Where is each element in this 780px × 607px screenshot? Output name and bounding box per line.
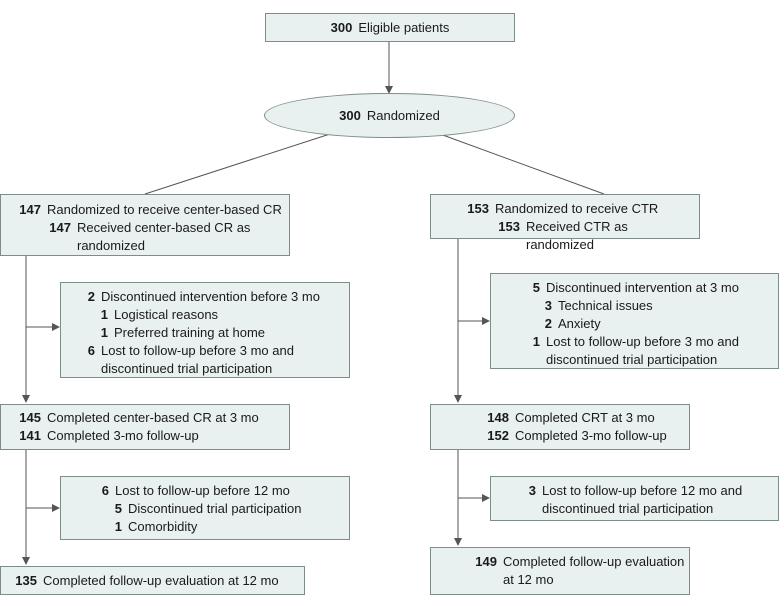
label: Comorbidity xyxy=(128,519,198,534)
count: 5 xyxy=(114,501,122,516)
left-3mo-completed-box: 145 Completed center-based CR at 3 mo 14… xyxy=(0,404,290,450)
count: 149 xyxy=(475,554,497,569)
label: Lost to follow-up before 3 mo and discon… xyxy=(101,343,294,376)
label: Received center-based CR as randomized xyxy=(77,220,251,253)
label: Anxiety xyxy=(558,316,601,331)
left-allocation-box: 147 Randomized to receive center-based C… xyxy=(0,194,290,256)
label: Discontinued intervention before 3 mo xyxy=(101,289,320,304)
exclusion-subrow: 2 Anxiety xyxy=(491,315,778,333)
exclusion-row: 2 Discontinued intervention before 3 mo xyxy=(61,288,349,306)
count: 5 xyxy=(532,280,540,295)
exclusion-subrow: 3 Technical issues xyxy=(491,297,778,315)
label: Completed center-based CR at 3 mo xyxy=(47,410,259,425)
count: 153 xyxy=(467,201,489,216)
completed-row: 141 Completed 3-mo follow-up xyxy=(1,427,289,445)
exclusion-subrow: 1 Preferred training at home xyxy=(61,324,349,342)
right-final-box: 149 Completed follow-up evaluation at 12… xyxy=(430,547,690,595)
count: 1 xyxy=(100,307,108,322)
eligible-row: 300 Eligible patients xyxy=(266,19,514,37)
label: Lost to follow-up before 3 mo and discon… xyxy=(546,334,739,367)
label: Randomized to receive CTR xyxy=(495,201,659,216)
connector-randomized-to-right xyxy=(439,133,605,195)
label: Completed follow-up evaluation at 12 mo xyxy=(43,573,279,588)
label: Discontinued trial participation xyxy=(128,501,302,516)
count: 2 xyxy=(544,316,552,331)
final-row: 149 Completed follow-up evaluation at 12… xyxy=(431,553,689,589)
count: 152 xyxy=(487,428,509,443)
label: Technical issues xyxy=(558,298,653,313)
completed-row: 145 Completed center-based CR at 3 mo xyxy=(1,409,289,427)
count: 6 xyxy=(101,483,109,498)
randomized-ellipse: 300 Randomized xyxy=(264,93,515,138)
left-received-row: 147 Received center-based CR as randomiz… xyxy=(1,219,289,255)
label: Received CTR as randomized xyxy=(526,219,628,252)
right-3mo-completed-box: 148 Completed CRT at 3 mo 152 Completed … xyxy=(430,404,690,450)
eligible-patients-box: 300 Eligible patients xyxy=(265,13,515,42)
count: 148 xyxy=(487,410,509,425)
label: Completed follow-up evaluation at 12 mo xyxy=(503,554,685,587)
count: 1 xyxy=(114,519,122,534)
completed-row: 152 Completed 3-mo follow-up xyxy=(431,427,689,445)
count: 2 xyxy=(87,289,95,304)
left-exclusion-3mo-box: 2 Discontinued intervention before 3 mo … xyxy=(60,282,350,378)
count: 3 xyxy=(528,483,536,498)
label: Lost to follow-up before 12 mo xyxy=(115,483,290,498)
eligible-label: Eligible patients xyxy=(358,20,450,35)
label: Completed CRT at 3 mo xyxy=(515,410,655,425)
randomized-label: Randomized xyxy=(366,108,440,123)
left-final-box: 135 Completed follow-up evaluation at 12… xyxy=(0,566,305,595)
count: 141 xyxy=(19,428,41,443)
exclusion-row: 6 Lost to follow-up before 12 mo xyxy=(61,482,349,500)
right-exclusion-12mo-box: 3 Lost to follow-up before 12 mo and dis… xyxy=(490,476,779,521)
exclusion-row: 3 Lost to follow-up before 12 mo and dis… xyxy=(491,482,778,518)
connector-randomized-to-left xyxy=(144,133,331,195)
left-allocation-row: 147 Randomized to receive center-based C… xyxy=(1,201,289,219)
label: Discontinued intervention at 3 mo xyxy=(546,280,739,295)
right-allocation-row: 153 Randomized to receive CTR xyxy=(431,200,699,218)
count: 6 xyxy=(87,343,95,358)
count: 135 xyxy=(15,573,37,588)
count: 1 xyxy=(532,334,540,349)
count: 1 xyxy=(100,325,108,340)
exclusion-subrow: 1 Logistical reasons xyxy=(61,306,349,324)
label: Randomized to receive center-based CR xyxy=(47,202,282,217)
exclusion-subrow: 5 Discontinued trial participation xyxy=(61,500,349,518)
label: Preferred training at home xyxy=(114,325,266,340)
exclusion-row: 1 Lost to follow-up before 3 mo and disc… xyxy=(491,333,778,369)
right-exclusion-3mo-box: 5 Discontinued intervention at 3 mo 3 Te… xyxy=(490,273,779,369)
label: Completed 3-mo follow-up xyxy=(515,428,667,443)
label: Logistical reasons xyxy=(114,307,219,322)
label: Completed 3-mo follow-up xyxy=(47,428,199,443)
exclusion-subrow: 1 Comorbidity xyxy=(61,518,349,536)
count: 153 xyxy=(498,219,520,234)
final-row: 135 Completed follow-up evaluation at 12… xyxy=(1,572,304,590)
eligible-count: 300 xyxy=(330,20,353,35)
exclusion-row: 6 Lost to follow-up before 3 mo and disc… xyxy=(61,342,349,378)
left-exclusion-12mo-box: 6 Lost to follow-up before 12 mo 5 Disco… xyxy=(60,476,350,540)
count: 147 xyxy=(19,202,41,217)
randomized-row: 300 Randomized xyxy=(339,108,440,123)
count: 145 xyxy=(19,410,41,425)
label: Lost to follow-up before 12 mo and disco… xyxy=(542,483,743,516)
count: 147 xyxy=(49,220,71,235)
completed-row: 148 Completed CRT at 3 mo xyxy=(431,409,689,427)
right-received-row: 153 Received CTR as randomized xyxy=(431,218,699,254)
exclusion-row: 5 Discontinued intervention at 3 mo xyxy=(491,279,778,297)
randomized-count: 300 xyxy=(339,108,361,123)
right-allocation-box: 153 Randomized to receive CTR 153 Receiv… xyxy=(430,194,700,252)
count: 3 xyxy=(544,298,552,313)
